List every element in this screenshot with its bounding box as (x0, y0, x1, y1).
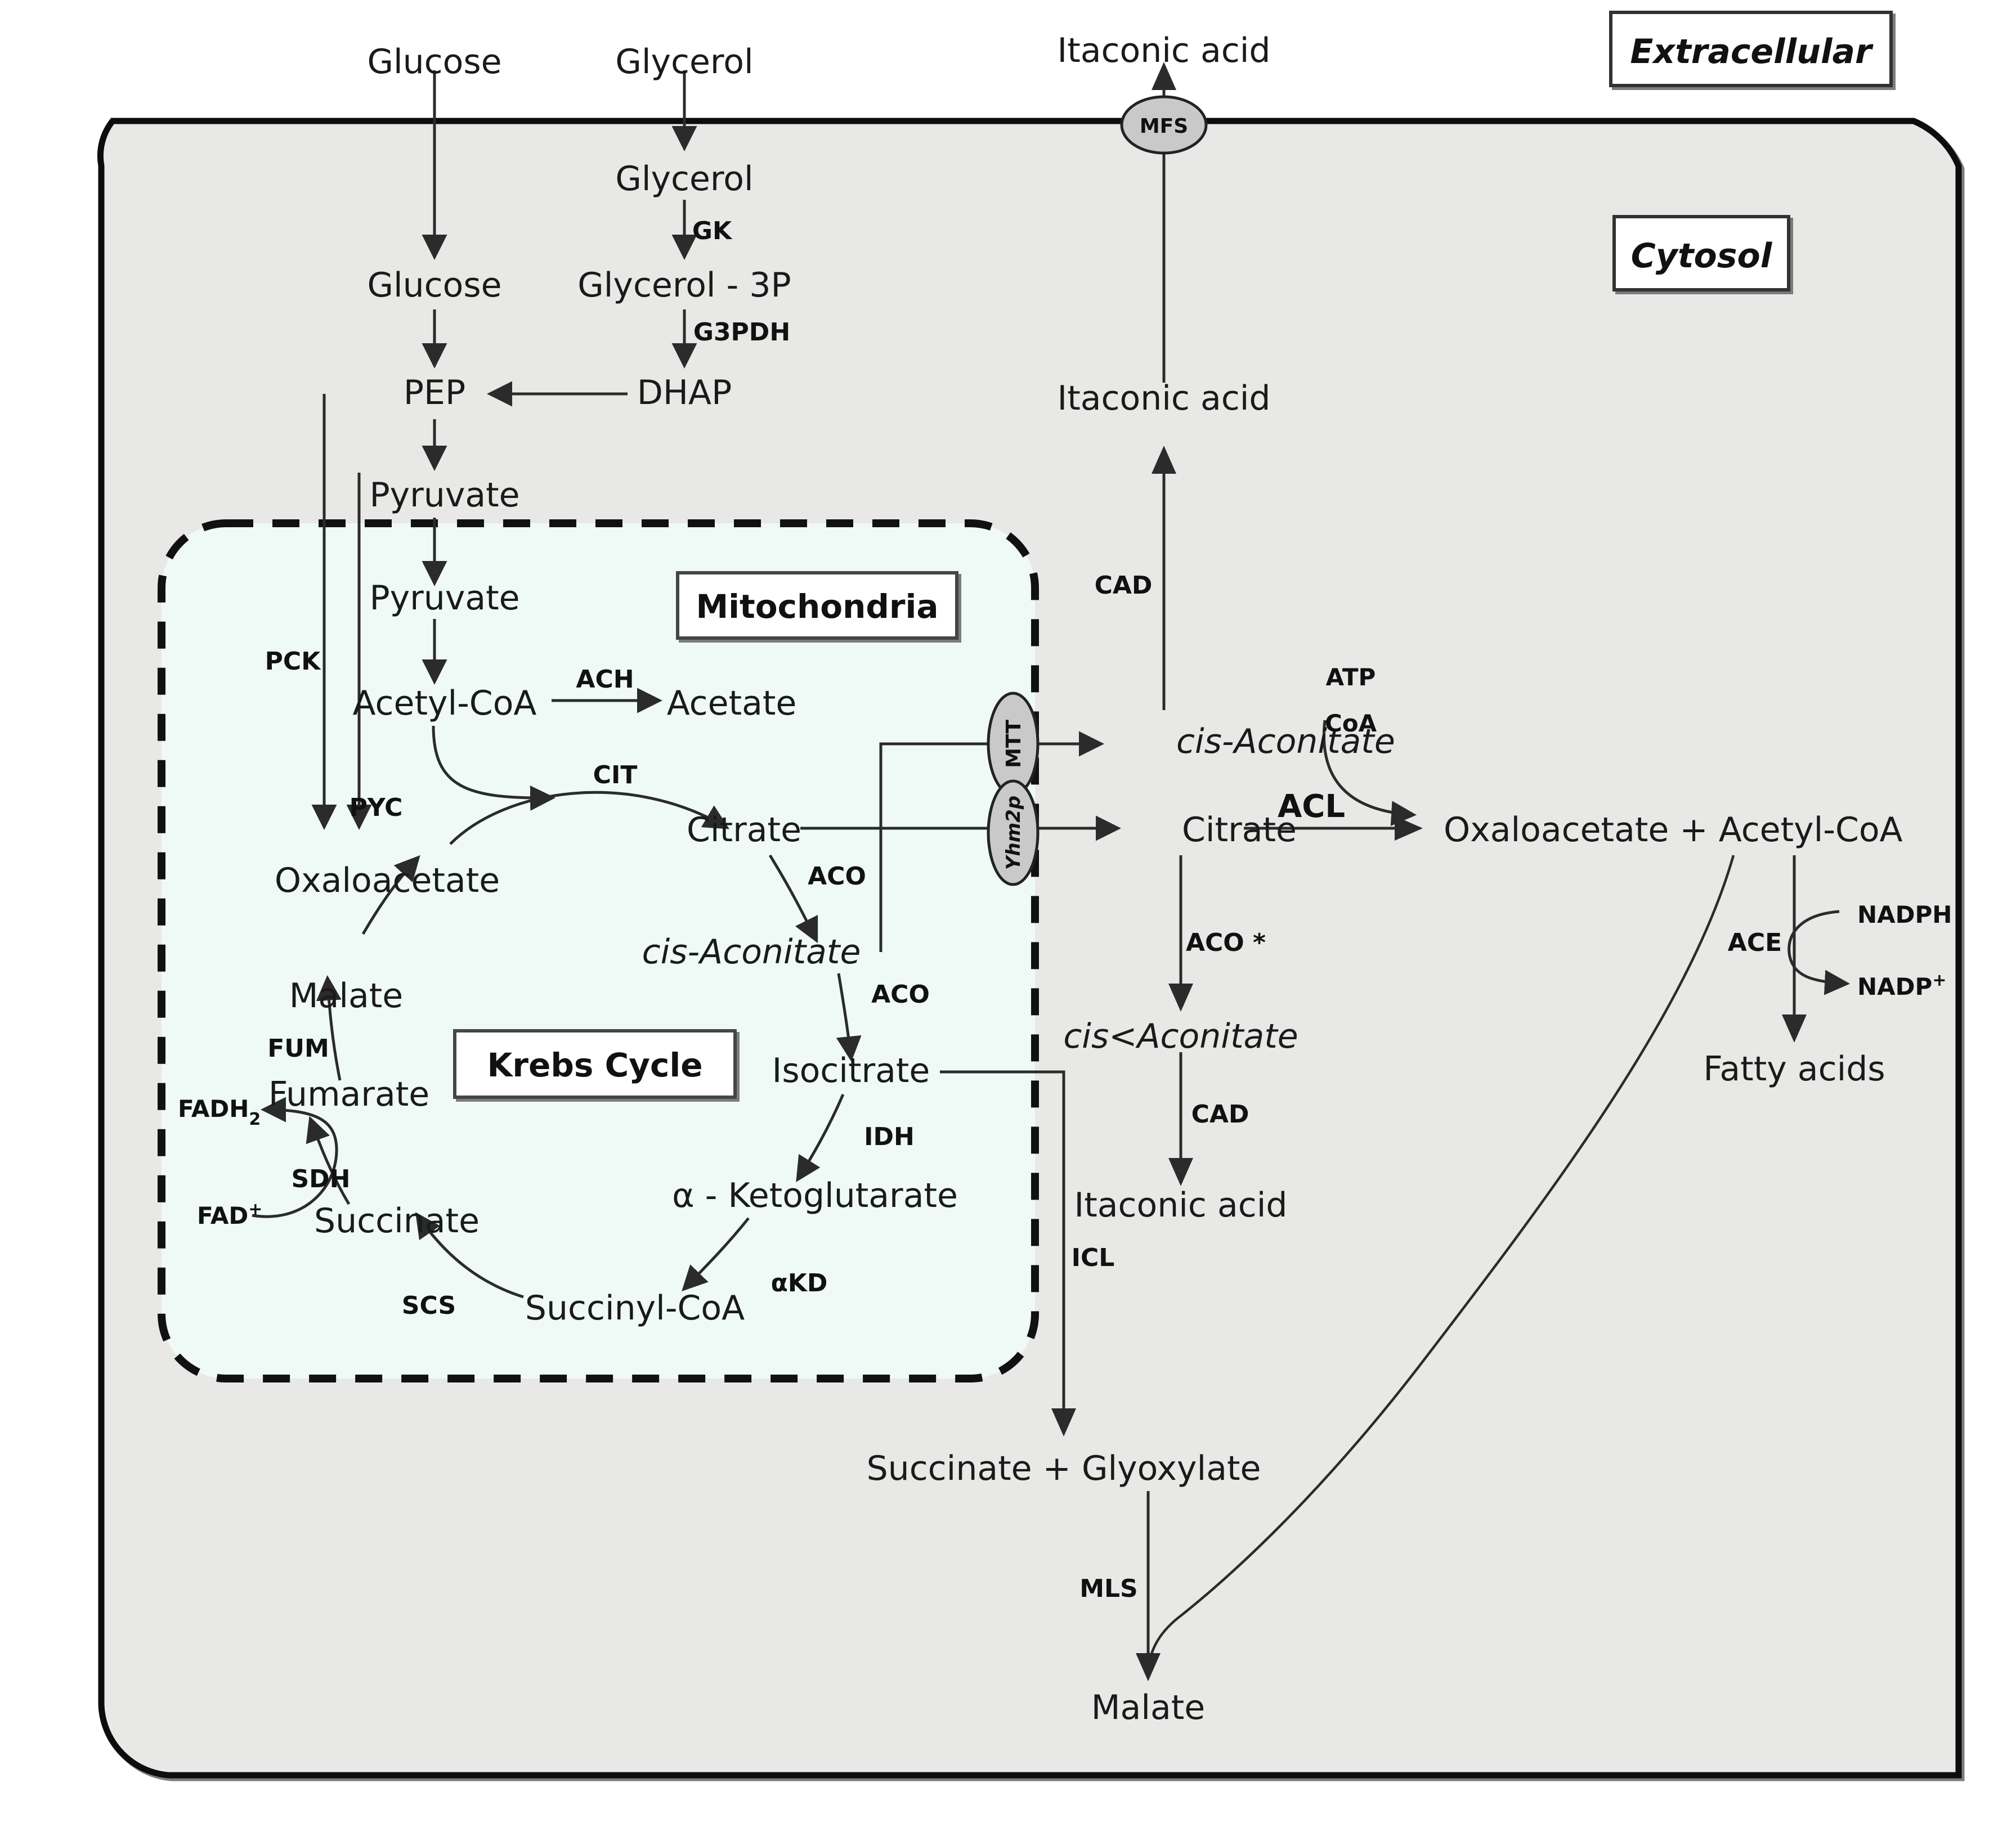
acetyl-coa-recycle-curve (1146, 855, 1735, 1669)
mitochondria-label: Mitochondria (696, 587, 938, 626)
enzyme-sdh: SDH (291, 1165, 350, 1193)
extracellular-label: Extracellular (1630, 32, 1874, 71)
metabolite-cis-aconitate-cytosol: cis-Aconitate (1176, 722, 1395, 761)
cytosol-label: Cytosol (1631, 236, 1773, 276)
cofactor-nadph: NADPH (1857, 901, 1952, 928)
metabolite-citrate-mito: Citrate (687, 810, 801, 850)
mtt-label: MTT (1002, 720, 1025, 768)
enzyme-cad-top: CAD (1095, 571, 1153, 600)
cofactor-atp: ATP (1326, 663, 1376, 691)
metabolite-succinate-plus-glyoxylate: Succinate + Glyoxylate (867, 1449, 1261, 1488)
enzyme-idh: IDH (864, 1123, 915, 1151)
enzyme-cit: CIT (593, 761, 638, 789)
metabolite-fumarate: Fumarate (268, 1075, 429, 1114)
mfs-label: MFS (1140, 115, 1188, 138)
metabolite-itaconic-acid-extracellular: Itaconic acid (1058, 31, 1271, 70)
metabolite-citrate-cytosol: Citrate (1182, 810, 1297, 850)
transporter-mtt[interactable]: MTT (987, 692, 1040, 796)
metabolite-glycerol-cytosol: Glycerol (615, 159, 753, 199)
enzyme-acl: ACL (1278, 788, 1345, 825)
metabolite-itaconic-acid-cytosol-top: Itaconic acid (1058, 379, 1271, 418)
metabolite-succinyl-coa: Succinyl-CoA (525, 1289, 745, 1328)
reaction-arrows (252, 61, 1850, 1682)
metabolite-alpha-ketoglutarate: α - Ketoglutarate (672, 1176, 958, 1215)
metabolite-isocitrate: Isocitrate (772, 1051, 930, 1090)
metabolite-acetyl-coa-mito: Acetyl-CoA (353, 684, 537, 723)
enzyme-akd: αKD (771, 1269, 828, 1298)
enzyme-ace: ACE (1728, 928, 1782, 957)
label-krebs-cycle: Krebs Cycle (453, 1029, 737, 1099)
metabolite-acetate: Acetate (667, 684, 797, 723)
metabolite-glycerol-3p: Glycerol - 3P (577, 266, 791, 305)
metabolite-pyruvate-cytosol: Pyruvate (369, 475, 519, 515)
metabolite-malate-cytosol: Malate (1091, 1688, 1205, 1727)
metabolite-labels: Glucose Glycerol Itaconic acid Glucose G… (268, 31, 1903, 1727)
enzyme-g3pdh: G3PDH (693, 318, 790, 347)
cofactor-fad-plus: FAD+ (197, 1200, 262, 1229)
yhm2p-label: Yhm2p (1002, 796, 1025, 870)
metabolite-pyruvate-mito: Pyruvate (369, 578, 519, 618)
cofactor-coa: CoA (1325, 710, 1377, 737)
metabolite-oxaloacetate-mito: Oxaloacetate (275, 861, 500, 900)
label-extracellular: Extracellular (1609, 11, 1893, 87)
transporter-yhm2p[interactable]: Yhm2p (987, 779, 1040, 886)
enzyme-fum: FUM (267, 1034, 329, 1063)
label-cytosol: Cytosol (1612, 215, 1790, 291)
enzyme-aco-1: ACO (808, 862, 866, 891)
metabolite-glycerol-extracellular: Glycerol (615, 42, 753, 82)
enzyme-cad-bottom: CAD (1191, 1100, 1249, 1129)
enzyme-gk: GK (692, 217, 733, 245)
metabolite-malate-mito: Malate (289, 976, 403, 1016)
krebs-cycle-label: Krebs Cycle (487, 1046, 702, 1084)
enzyme-mls: MLS (1079, 1574, 1138, 1603)
metabolite-glucose-cytosol: Glucose (367, 266, 501, 305)
metabolite-succinate-mito: Succinate (314, 1201, 480, 1241)
cofactor-fadh2: FADH2 (178, 1095, 261, 1129)
label-mitochondria: Mitochondria (676, 571, 958, 640)
enzyme-ach: ACH (576, 665, 634, 694)
enzyme-icl: ICL (1072, 1244, 1115, 1272)
metabolite-glucose-extracellular: Glucose (367, 42, 501, 82)
metabolite-oxaloacetate-plus-acetyl-coa: Oxaloacetate + Acetyl-CoA (1444, 810, 1903, 850)
enzyme-labels: GK G3PDH PCK PYC ACH CIT ACO ACO IDH αKD… (265, 217, 1782, 1603)
enzyme-scs: SCS (402, 1291, 456, 1320)
metabolite-pep: PEP (404, 373, 465, 412)
enzyme-aco-2: ACO (871, 980, 930, 1009)
enzyme-aco-star: ACO * (1186, 928, 1266, 957)
metabolite-fatty-acids: Fatty acids (1703, 1049, 1885, 1089)
metabolite-cis-aconitate-cytosol-2: cis<Aconitate (1063, 1017, 1298, 1056)
cofactor-nadp-plus: NADP+ (1857, 971, 1946, 1000)
cofactor-labels: ATP CoA NADPH NADP+ FADH2 FAD+ (178, 663, 1952, 1229)
metabolite-dhap: DHAP (637, 373, 732, 412)
metabolite-itaconic-acid-cytosol-bottom: Itaconic acid (1074, 1186, 1288, 1225)
metabolite-cis-aconitate-mito: cis-Aconitate (642, 932, 861, 972)
transporter-mfs[interactable]: MFS (1120, 95, 1208, 155)
enzyme-pck: PCK (265, 647, 322, 676)
enzyme-pyc: PYC (350, 793, 403, 822)
